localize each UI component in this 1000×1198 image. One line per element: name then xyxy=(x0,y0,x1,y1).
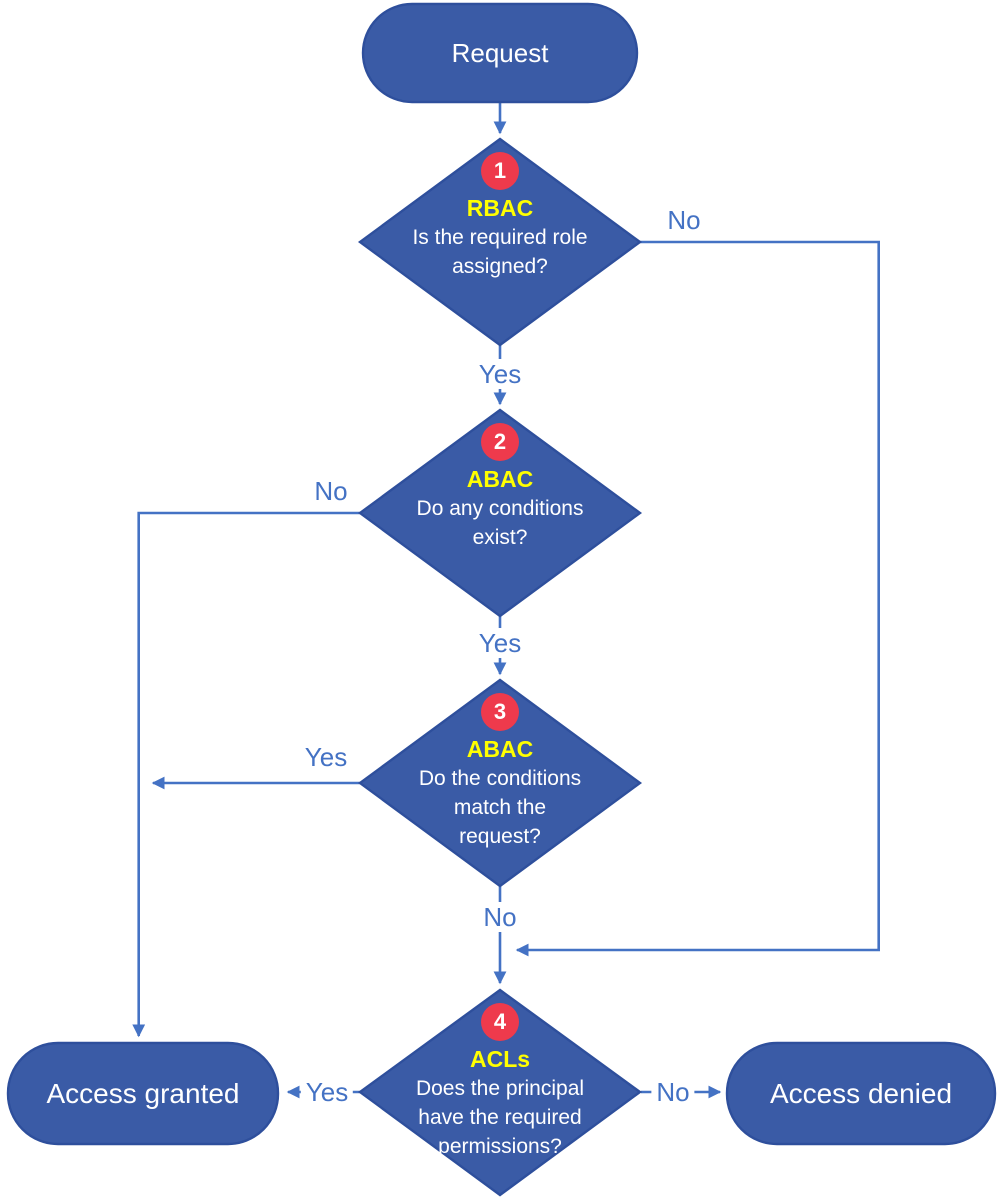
step1-diamond-shape xyxy=(357,137,643,347)
connector-step2-no-to-granted xyxy=(132,511,361,1038)
access-granted-node-shape xyxy=(6,1041,280,1146)
step2-diamond-shape xyxy=(357,408,643,618)
request-node-shape xyxy=(361,2,639,104)
access-denied-node-shape xyxy=(725,1041,997,1146)
connector-step1-no-to-step4 xyxy=(515,240,880,957)
step3-diamond-shape xyxy=(357,678,643,888)
step4-diamond-shape xyxy=(357,988,643,1197)
